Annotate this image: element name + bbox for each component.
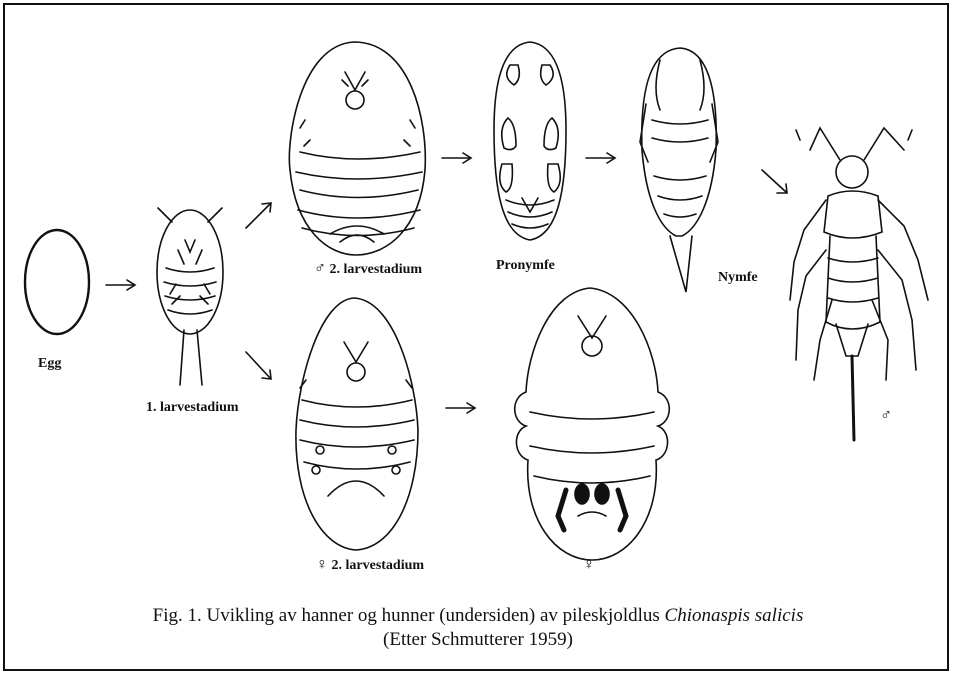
arrow-larva1-to-male <box>246 203 271 228</box>
pronymph-drawing <box>494 42 566 240</box>
male-symbol: ♂ <box>314 260 326 277</box>
male-larva2-label: 2. larvestadium <box>330 262 423 277</box>
female-larva2-caption: ♀ 2. larvestadium <box>316 556 424 574</box>
caption-text: Fig. 1. Uvikling av hanner og hunner (un… <box>153 605 660 626</box>
female-symbol: ♀ <box>316 556 328 573</box>
egg-label: Egg <box>38 356 61 372</box>
caption-line2: (Etter Schmutterer 1959) <box>0 628 956 652</box>
female-larva2-drawing <box>296 298 418 550</box>
female-larva2-label: 2. larvestadium <box>332 558 425 573</box>
arrow-nymph-to-adult <box>762 170 787 193</box>
arrow-egg-to-larva1 <box>106 280 135 290</box>
nymph-drawing <box>640 48 718 292</box>
pronymph-label: Pronymfe <box>496 258 555 274</box>
male-larva2-drawing <box>289 42 425 255</box>
adult-male-symbol: ♂ <box>880 407 892 425</box>
adult-female-drawing <box>515 288 670 560</box>
nymph-label: Nymfe <box>718 270 758 286</box>
arrow-pronymph-to-nymph <box>586 153 615 163</box>
arrow-male-larva2-to-pronymph <box>442 153 471 163</box>
larva1-label: 1. larvestadium <box>146 400 239 416</box>
life-cycle-diagram <box>0 0 956 600</box>
caption-line1: Fig. 1. Uvikling av hanner og hunner (un… <box>0 604 956 628</box>
adult-female-symbol: ♀ <box>583 556 595 574</box>
adult-male-drawing <box>790 128 928 440</box>
arrow-female-larva2-to-adult <box>446 403 475 413</box>
larva1-drawing <box>157 208 223 385</box>
figure-caption: Fig. 1. Uvikling av hanner og hunner (un… <box>0 604 956 652</box>
caption-species: Chionaspis salicis <box>665 605 804 626</box>
male-larva2-caption: ♂ 2. larvestadium <box>314 260 422 278</box>
egg-drawing <box>25 230 89 334</box>
arrow-larva1-to-female <box>246 352 271 379</box>
